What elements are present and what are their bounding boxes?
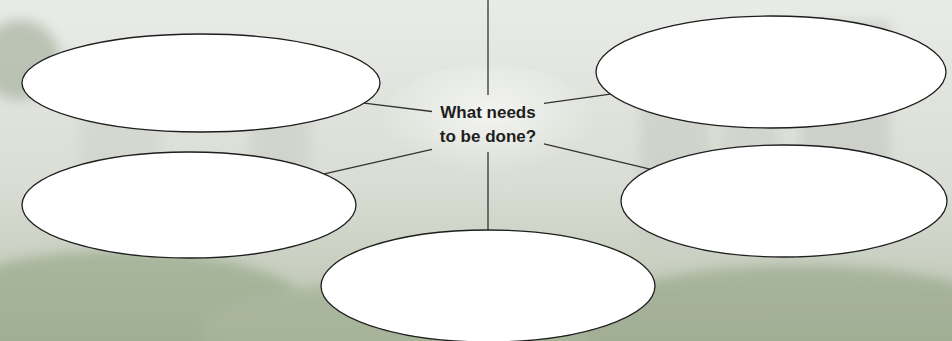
ellipse-outline <box>20 150 358 260</box>
top-rule <box>487 0 488 95</box>
ellipse-outline <box>594 14 948 130</box>
connector-line <box>324 149 432 174</box>
connector-line <box>487 152 488 230</box>
node-text: What needs to be done? <box>436 101 540 149</box>
hub-text: What needs to be done? <box>432 98 544 152</box>
connector-line <box>364 103 432 111</box>
empty-ellipse <box>594 14 948 130</box>
empty-ellipse <box>319 228 657 341</box>
empty-ellipse <box>20 150 358 260</box>
ellipse-outline <box>619 143 949 259</box>
ellipse-outline <box>20 32 382 134</box>
empty-ellipse <box>20 32 382 134</box>
connector-line <box>544 144 650 169</box>
ellipse-outline <box>319 228 657 341</box>
empty-ellipse <box>619 143 949 259</box>
connector-line <box>544 94 610 103</box>
